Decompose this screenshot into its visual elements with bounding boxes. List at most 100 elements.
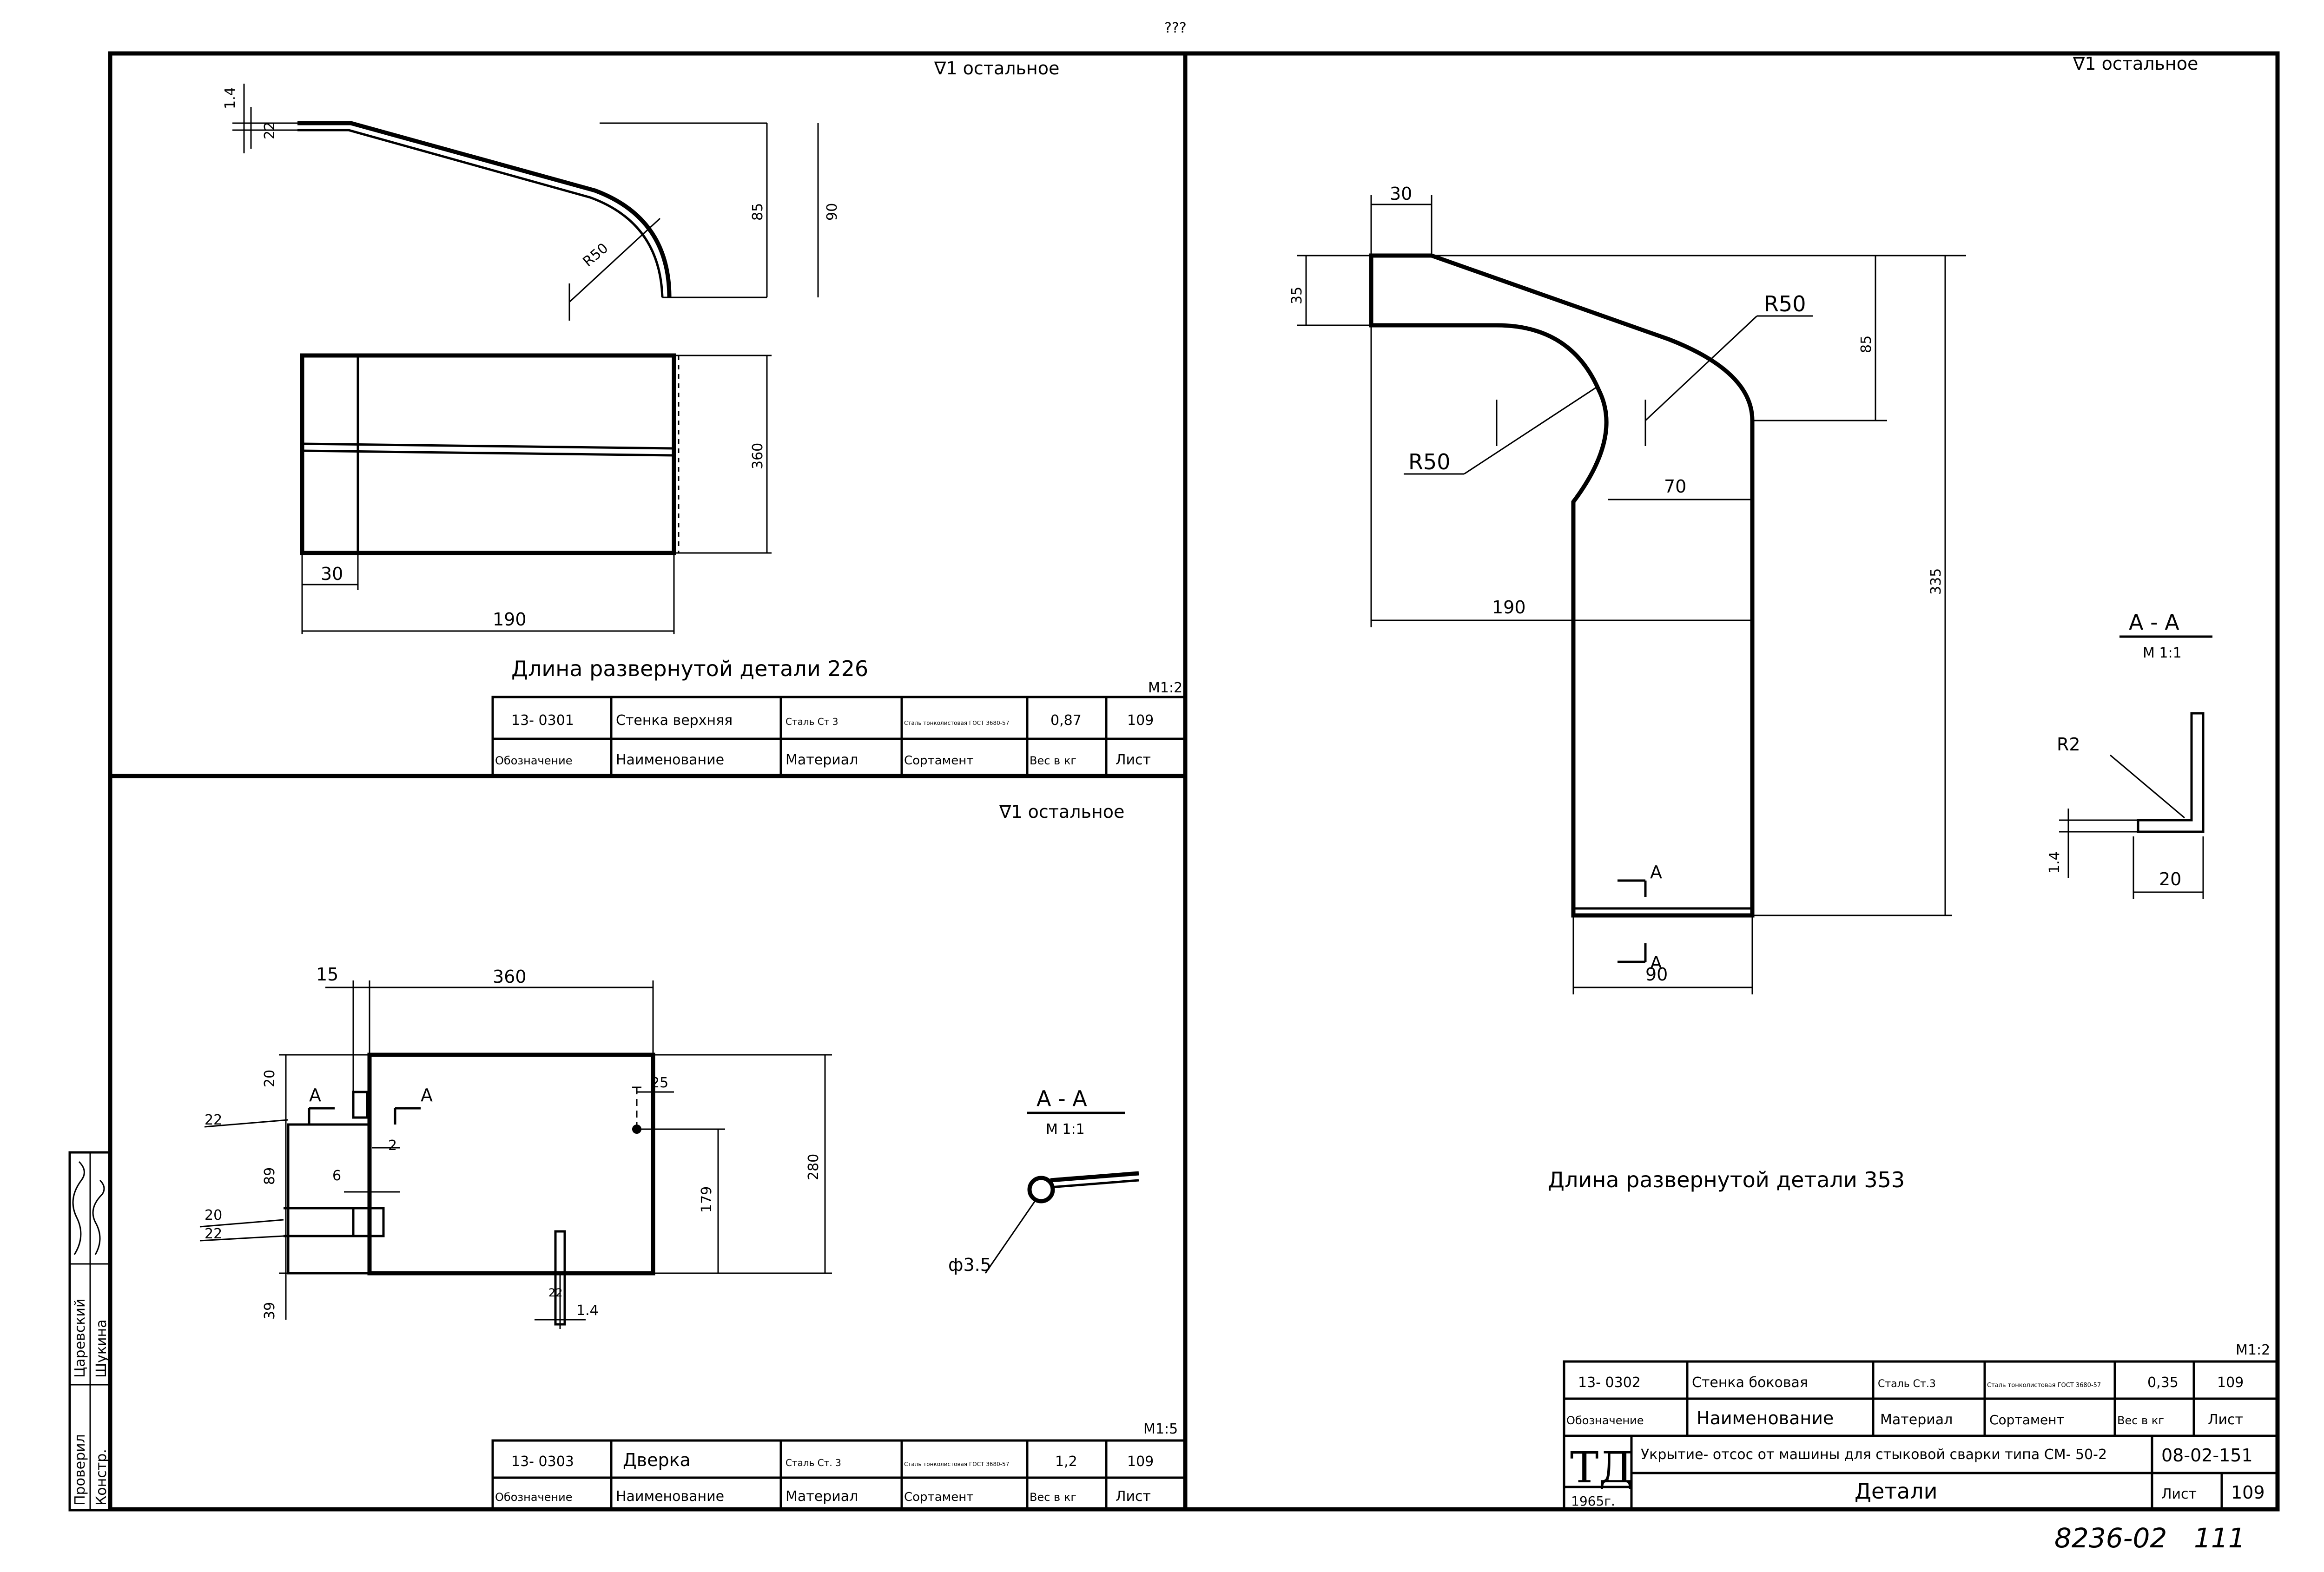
top-mark: ??? — [1164, 20, 1187, 36]
q2-row-sheet: 109 — [1127, 1454, 1154, 1470]
signature-2 — [92, 1179, 105, 1255]
q3-dim-w30: 30 — [1390, 184, 1412, 204]
stamp-name-2: Шукина — [93, 1320, 110, 1378]
q1-dim-h360: 360 — [750, 443, 766, 469]
q3-section-profile — [2137, 712, 2205, 833]
q3-row-name: Стенка боковая — [1692, 1375, 1808, 1391]
q3-hdr-designation: Обозначение — [1566, 1414, 1644, 1427]
q1-row-weight: 0,87 — [1050, 712, 1082, 729]
q3-outline — [1369, 253, 1755, 918]
q2-row-code: 13- 0303 — [511, 1454, 574, 1470]
q2-dim-22b: 22 — [205, 1226, 222, 1242]
q1-row-name: Стенка верхняя — [616, 712, 733, 729]
q1-row-code: 13- 0301 — [511, 712, 574, 729]
q2-dim-6: 6 — [332, 1168, 341, 1184]
stamp-role-1: Проверил — [72, 1434, 88, 1506]
q3-dim-h335: 335 — [1928, 568, 1944, 595]
q2-hdr-sortament: Сортамент — [904, 1490, 973, 1504]
q3-row-weight: 0,35 — [2147, 1375, 2179, 1391]
q3-row-code: 13- 0302 — [1578, 1375, 1641, 1391]
q2-dim-179: 179 — [699, 1186, 715, 1213]
q2-dim-2: 2 — [388, 1138, 397, 1154]
q2-drawing: ∇1 остальное А А 25 179 280 15 360 — [199, 802, 1187, 1512]
q3-length-note: Длина развернутой детали 353 — [1548, 1167, 1905, 1192]
q1-profile — [297, 121, 672, 298]
q2-row-weight: 1,2 — [1055, 1454, 1077, 1470]
q2-section-title: А - А — [1037, 1086, 1087, 1111]
q2-dim-20a: 20 — [262, 1070, 278, 1087]
tb-title: Детали — [1855, 1479, 1938, 1504]
q3-hdr-sheet: Лист — [2208, 1412, 2243, 1428]
q2-surface-note: ∇1 остальное — [999, 802, 1124, 822]
q1-scale: M1:2 — [1148, 680, 1182, 696]
q3-dim-w90: 90 — [1645, 964, 1668, 985]
q2-door-panel — [367, 1052, 655, 1276]
q2-dim-25: 25 — [651, 1075, 668, 1091]
q2-row-name: Дверка — [623, 1450, 691, 1470]
q3-spec-table: 13- 0302 Стенка боковая Сталь Ст.3 Сталь… — [1563, 1360, 2279, 1437]
q1-row-sortament: Сталь тонколистовая ГОСТ 3680-57 — [904, 720, 1009, 726]
q2-dim-22c: 22 — [548, 1286, 563, 1299]
q2-section-mark-1: А — [309, 1085, 321, 1105]
q3-section-w: 20 — [2159, 869, 2181, 889]
tb-doc-code: 08-02-151 — [2161, 1445, 2253, 1466]
q2-hdr-designation: Обозначение — [495, 1491, 573, 1504]
tb-sheet-label: Лист — [2161, 1486, 2197, 1502]
q1-spec-table: 13- 0301 Стенка верхняя Сталь Ст 3 Сталь… — [491, 696, 1187, 777]
q2-row-material: Сталь Ст. 3 — [786, 1457, 841, 1468]
q3-hdr-name: Наименование — [1697, 1408, 1834, 1428]
q3-dim-h85: 85 — [1858, 335, 1875, 353]
tb-sheet-no: 109 — [2231, 1482, 2265, 1503]
q2-hdr-name: Наименование — [616, 1488, 724, 1505]
q2-section-dia: ф3.5 — [948, 1255, 991, 1275]
q1-dim-w30: 30 — [321, 564, 343, 584]
q2-row-sortament: Сталь тонколистовая ГОСТ 3680-57 — [904, 1461, 1009, 1467]
q3-dim-w190: 190 — [1492, 597, 1526, 618]
q3-dim-r-right: R50 — [1764, 291, 1806, 316]
q2-section-mark-2: А — [421, 1085, 433, 1105]
q2-hdr-material: Материал — [786, 1488, 858, 1505]
q1-row-sheet: 109 — [1127, 712, 1154, 729]
q1-drawing: ∇1 остальное 1.4 22 R50 85 90 360 30 — [222, 58, 1187, 777]
q1-hdr-sheet: Лист — [1116, 752, 1151, 768]
side-stamp: Проверил Констр. Царевский Шукина — [68, 1151, 112, 1512]
tb-logo: ТД — [1570, 1443, 1633, 1493]
q1-row-material: Сталь Ст 3 — [786, 716, 838, 727]
q3-section-mark-1: А — [1650, 862, 1662, 882]
q3-section-r: R2 — [2057, 734, 2080, 755]
q3-row-sheet: 109 — [2217, 1375, 2244, 1391]
q1-surface-note: ∇1 остальное — [934, 58, 1059, 79]
q2-dim-89: 89 — [262, 1167, 278, 1185]
sheet-frame — [108, 51, 2280, 1512]
q2-dim-22a: 22 — [205, 1112, 222, 1128]
q2-section-scale: М 1:1 — [1046, 1121, 1085, 1138]
tb-project: Укрытие- отсос от машины для стыковой св… — [1641, 1447, 2107, 1463]
stamp-role-2: Констр. — [93, 1449, 110, 1506]
tb-year: 1965г. — [1571, 1493, 1615, 1509]
q3-surface-note: ∇1 остальное — [2073, 53, 2198, 74]
title-block: ТД 1965г. Укрытие- отсос от машины для с… — [1563, 1434, 2279, 1512]
q1-hdr-sortament: Сортамент — [904, 754, 973, 768]
q1-hdr-material: Материал — [786, 752, 858, 768]
q2-hdr-weight: Вес в кг — [1030, 1491, 1076, 1504]
q3-hdr-sortament: Сортамент — [1989, 1412, 2064, 1427]
q2-dim-360: 360 — [493, 967, 527, 987]
q1-length-note: Длина развернутой детали 226 — [511, 656, 868, 681]
q1-dim-h90: 90 — [824, 203, 840, 221]
q1-hdr-name: Наименование — [616, 752, 724, 768]
q2-spec-table: 13- 0303 Дверка Сталь Ст. 3 Сталь тонкол… — [491, 1439, 1187, 1512]
q3-hdr-weight: Вес в кг — [2117, 1414, 2164, 1427]
q1-dim-h85: 85 — [750, 203, 766, 221]
archive-number: 8236-02 — [2054, 1522, 2167, 1554]
q3-row-material: Сталь Ст.3 — [1878, 1378, 1936, 1390]
q2-dim-15: 15 — [316, 964, 338, 985]
q2-dim-39: 39 — [262, 1302, 278, 1320]
q3-dim-h35: 35 — [1289, 287, 1305, 304]
q3-dim-w70: 70 — [1664, 476, 1686, 497]
stamp-name-1: Царевский — [72, 1299, 88, 1378]
q3-section-scale: М 1:1 — [2143, 645, 2182, 661]
q1-dim-t2: 22 — [262, 122, 278, 139]
q3-section-t: 1.4 — [2047, 851, 2063, 874]
q3-scale: M1:2 — [2236, 1342, 2270, 1358]
signature-1 — [72, 1161, 85, 1255]
